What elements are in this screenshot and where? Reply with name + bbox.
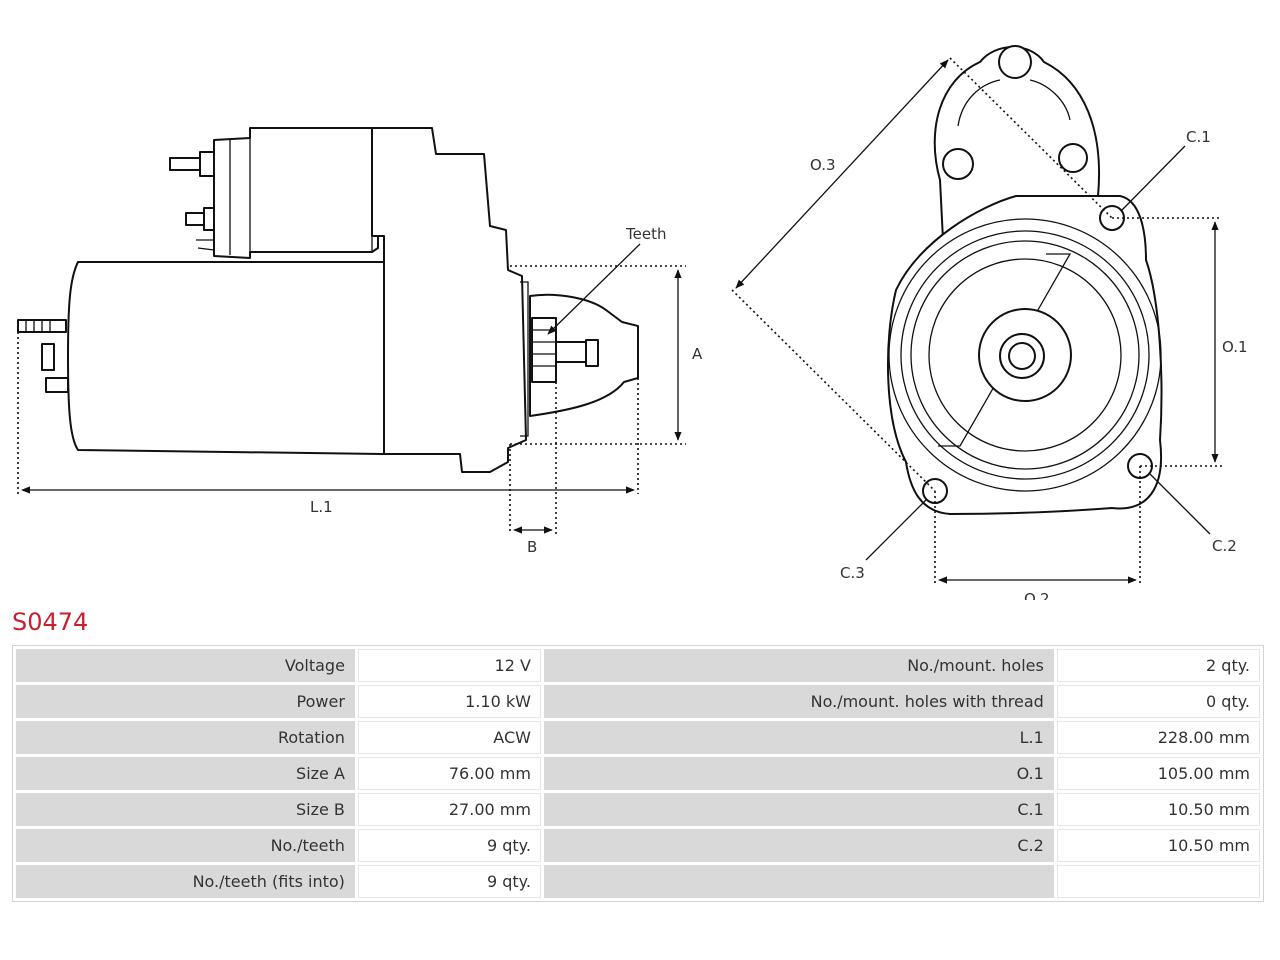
spec-value: 228.00 mm bbox=[1056, 721, 1260, 754]
callout-c2-label: C.2 bbox=[1212, 537, 1237, 555]
spec-value: 12 V bbox=[357, 649, 541, 682]
spec-row: No./teeth (fits into)9 qty. bbox=[16, 865, 1260, 898]
dimension-b-label: B bbox=[527, 538, 537, 556]
spec-value: 9 qty. bbox=[357, 865, 541, 898]
spec-label: Size B bbox=[16, 793, 355, 826]
spec-label: No./mount. holes bbox=[543, 649, 1054, 682]
spec-label: No./teeth (fits into) bbox=[16, 865, 355, 898]
spec-value: 10.50 mm bbox=[1056, 829, 1260, 862]
dimension-o2-label: O.2 bbox=[1024, 590, 1050, 600]
drive-end-housing bbox=[371, 127, 527, 473]
solenoid-body bbox=[213, 127, 379, 259]
spec-value: 9 qty. bbox=[357, 829, 541, 862]
spec-label: L.1 bbox=[543, 721, 1054, 754]
spec-label: Power bbox=[16, 685, 355, 718]
spec-label: Size A bbox=[16, 757, 355, 790]
pinion-gear bbox=[531, 317, 557, 383]
front-view: O.1 O.2 O.3 C.1 C.2 C.3 bbox=[731, 45, 1248, 600]
spec-value: ACW bbox=[357, 721, 541, 754]
spec-value bbox=[1056, 865, 1260, 898]
shaft-end bbox=[1008, 342, 1036, 370]
side-view: A L.1 B Teeth bbox=[17, 127, 703, 556]
dimension-l1-label: L.1 bbox=[310, 498, 333, 516]
product-code: S0474 bbox=[12, 608, 89, 636]
dimension-a-label: A bbox=[692, 345, 703, 363]
spec-label: No./teeth bbox=[16, 829, 355, 862]
motor-body bbox=[67, 261, 385, 455]
callout-c1-label: C.1 bbox=[1186, 128, 1211, 146]
callout-c3-label: C.3 bbox=[840, 564, 865, 582]
spec-label bbox=[543, 865, 1054, 898]
spec-label: Rotation bbox=[16, 721, 355, 754]
spec-value: 76.00 mm bbox=[357, 757, 541, 790]
spec-label: No./mount. holes with thread bbox=[543, 685, 1054, 718]
spec-value: 1.10 kW bbox=[357, 685, 541, 718]
dimension-o1-label: O.1 bbox=[1222, 338, 1248, 356]
spec-value: 2 qty. bbox=[1056, 649, 1260, 682]
dimension-o3-label: O.3 bbox=[810, 156, 836, 174]
spec-label: Voltage bbox=[16, 649, 355, 682]
spec-value: 27.00 mm bbox=[357, 793, 541, 826]
teeth-callout-label: Teeth bbox=[625, 225, 666, 243]
spec-value: 10.50 mm bbox=[1056, 793, 1260, 826]
spec-label: C.2 bbox=[543, 829, 1054, 862]
starter-technical-drawing: A L.1 B Teeth bbox=[17, 45, 1248, 600]
housing-outer-ring bbox=[888, 218, 1162, 492]
spec-label: O.1 bbox=[543, 757, 1054, 790]
spec-value: 105.00 mm bbox=[1056, 757, 1260, 790]
spec-value: 0 qty. bbox=[1056, 685, 1260, 718]
spec-label: C.1 bbox=[543, 793, 1054, 826]
